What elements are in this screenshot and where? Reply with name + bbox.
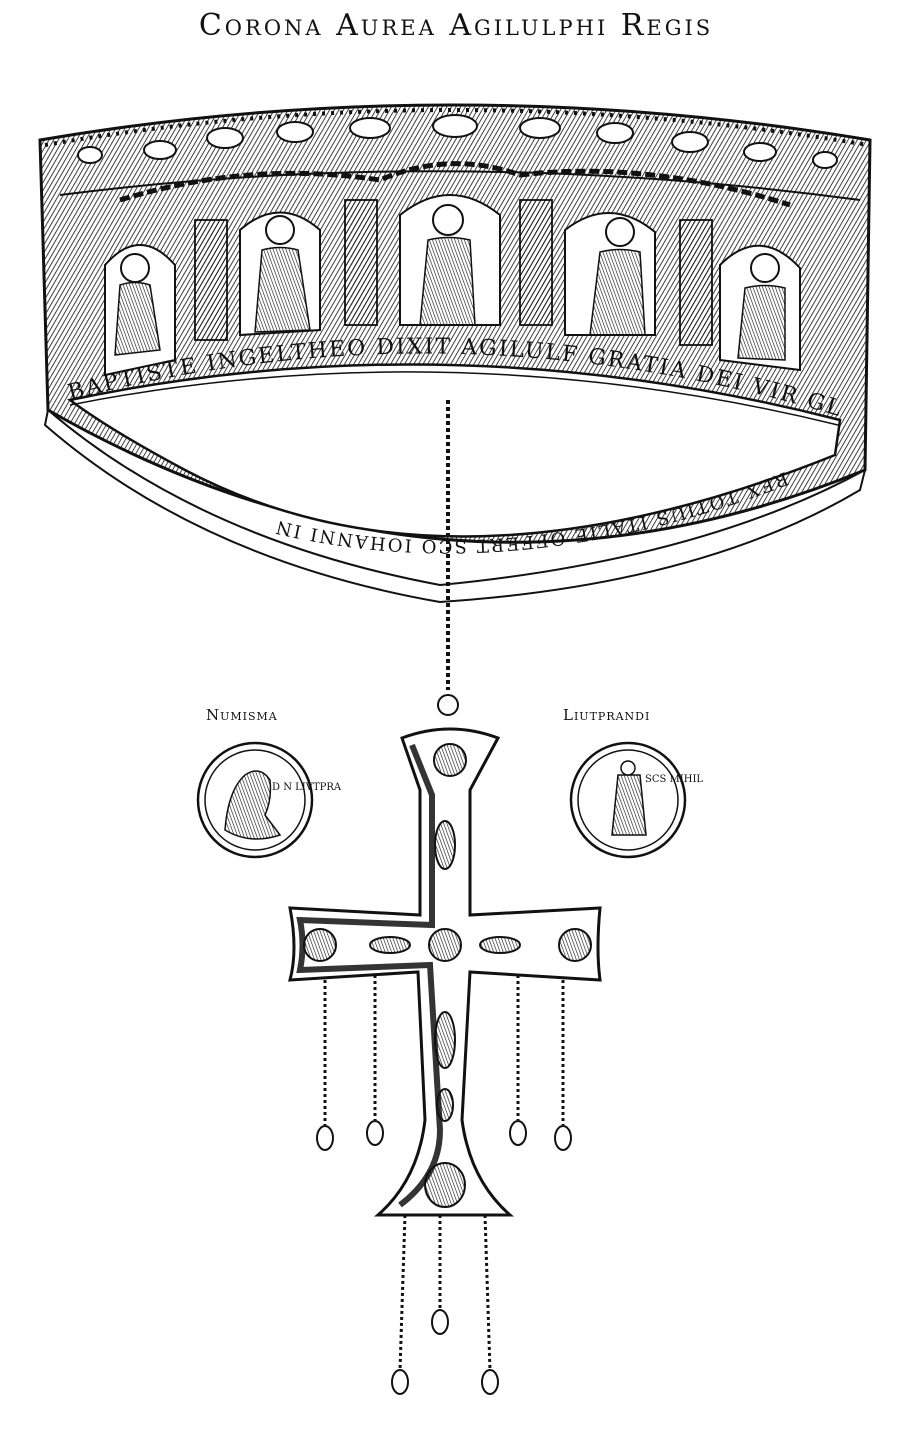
caption-numisma: Numisma (206, 706, 278, 724)
plate-title: Corona Aurea Agilulphi Regis (198, 8, 714, 43)
coin-right-legend: SCS MIHIL (645, 774, 703, 785)
crown-columns (194, 199, 713, 346)
crown: BAPTISTE INGELTHEO DIXIT AGILULF GRATIA … (0, 0, 872, 604)
cross-gems (303, 743, 592, 1208)
crown-inner-opening (67, 363, 842, 538)
suspension-chain (437, 400, 459, 716)
pendant-drops (316, 1120, 572, 1395)
figure-angel-2 (589, 248, 646, 336)
caption-liutprandi: Liutprandi (563, 706, 651, 724)
coin-right: SCS MIHIL (569, 741, 703, 859)
figure-angel-1 (254, 246, 311, 333)
cross-pendants (323, 975, 565, 1371)
crown-jewels (77, 114, 838, 169)
figure-christ (419, 236, 476, 326)
votive-cross (288, 727, 602, 1395)
crown-arcade (104, 161, 801, 377)
coin-portrait (224, 770, 282, 840)
coin-left-legend: D N LIVTPRA (272, 782, 342, 793)
coin-archangel (611, 774, 647, 836)
figure-saint-1 (114, 281, 161, 356)
figure-saint-2 (737, 284, 786, 361)
coin-left: D N LIVTPRA (196, 741, 342, 859)
